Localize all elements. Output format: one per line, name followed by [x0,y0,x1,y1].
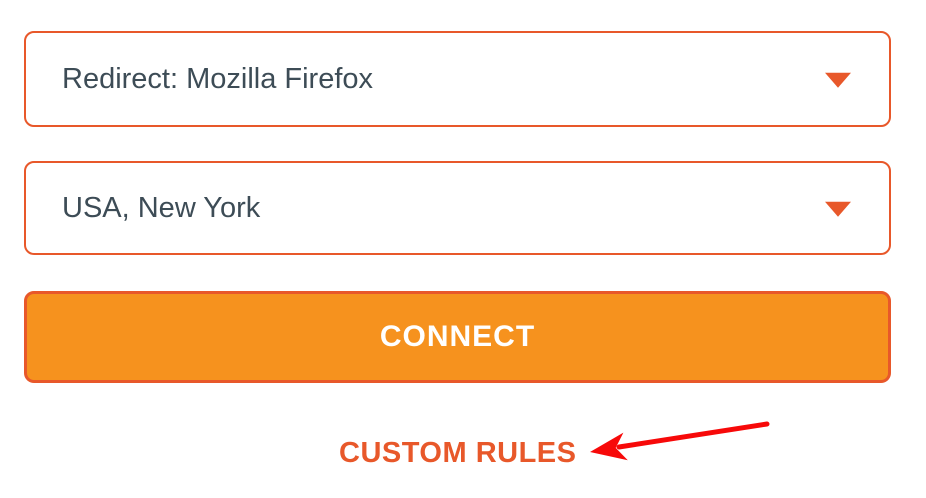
connect-button[interactable]: CONNECT [24,291,891,383]
location-value: USA, New York [62,191,261,224]
chevron-down-icon [825,72,851,88]
redirect-mode-value: Redirect: Mozilla Firefox [62,62,374,95]
location-select[interactable]: USA, New York [24,161,891,255]
custom-rules-link[interactable]: CUSTOM RULES [339,437,577,469]
redirect-mode-select[interactable]: Redirect: Mozilla Firefox [24,31,891,127]
chevron-down-icon [825,201,851,217]
